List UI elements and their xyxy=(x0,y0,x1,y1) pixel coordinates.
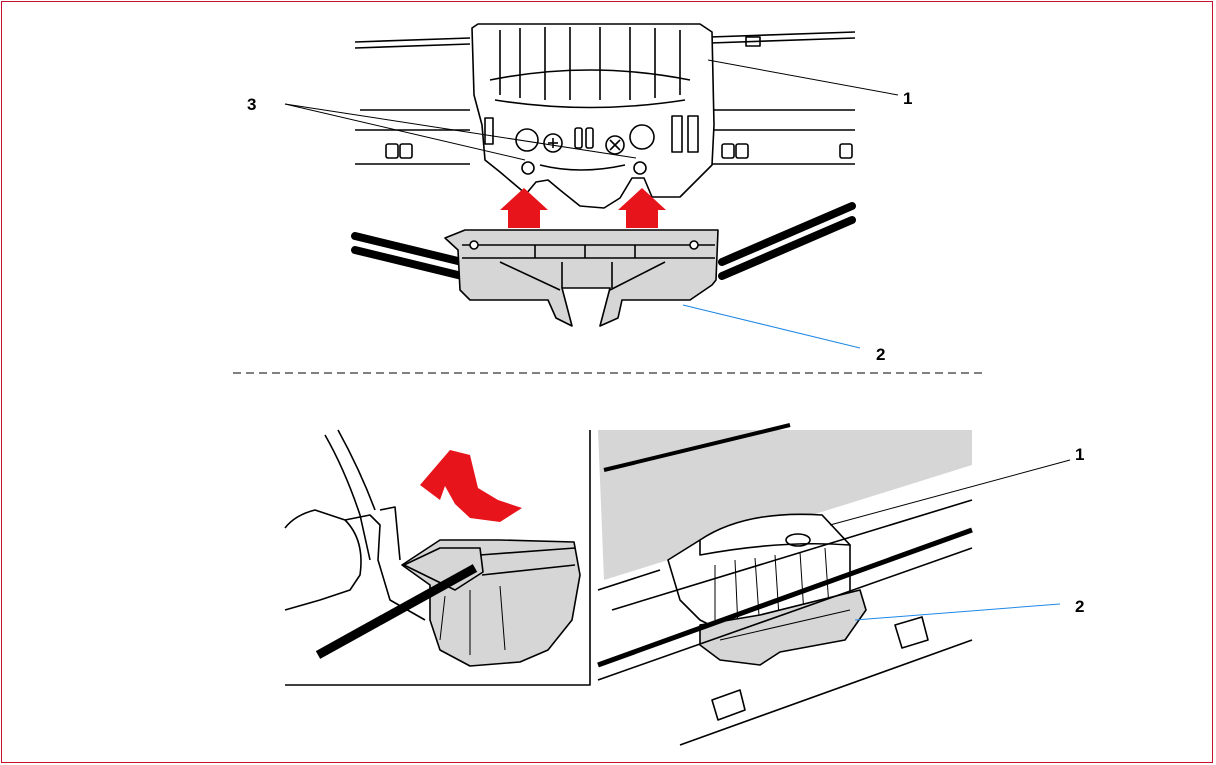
curved-arrow-icon xyxy=(420,450,522,522)
print-head-carriage xyxy=(471,23,715,209)
top-illustration xyxy=(284,23,899,349)
up-arrow-icon xyxy=(500,188,666,228)
callout-1-bottom: 1 xyxy=(1075,445,1084,464)
guide-rails xyxy=(354,31,856,165)
cable-bracket xyxy=(444,229,719,327)
callout-2-top: 2 xyxy=(876,345,885,364)
bottom-right-detail xyxy=(597,423,1071,746)
callout-1-top: 1 xyxy=(903,89,912,108)
callout-2-bottom: 2 xyxy=(1075,597,1084,616)
bottom-left-detail xyxy=(284,429,591,686)
callout-3-top: 3 xyxy=(247,95,256,114)
leader-lines xyxy=(284,59,899,349)
cable-arms xyxy=(351,202,856,280)
